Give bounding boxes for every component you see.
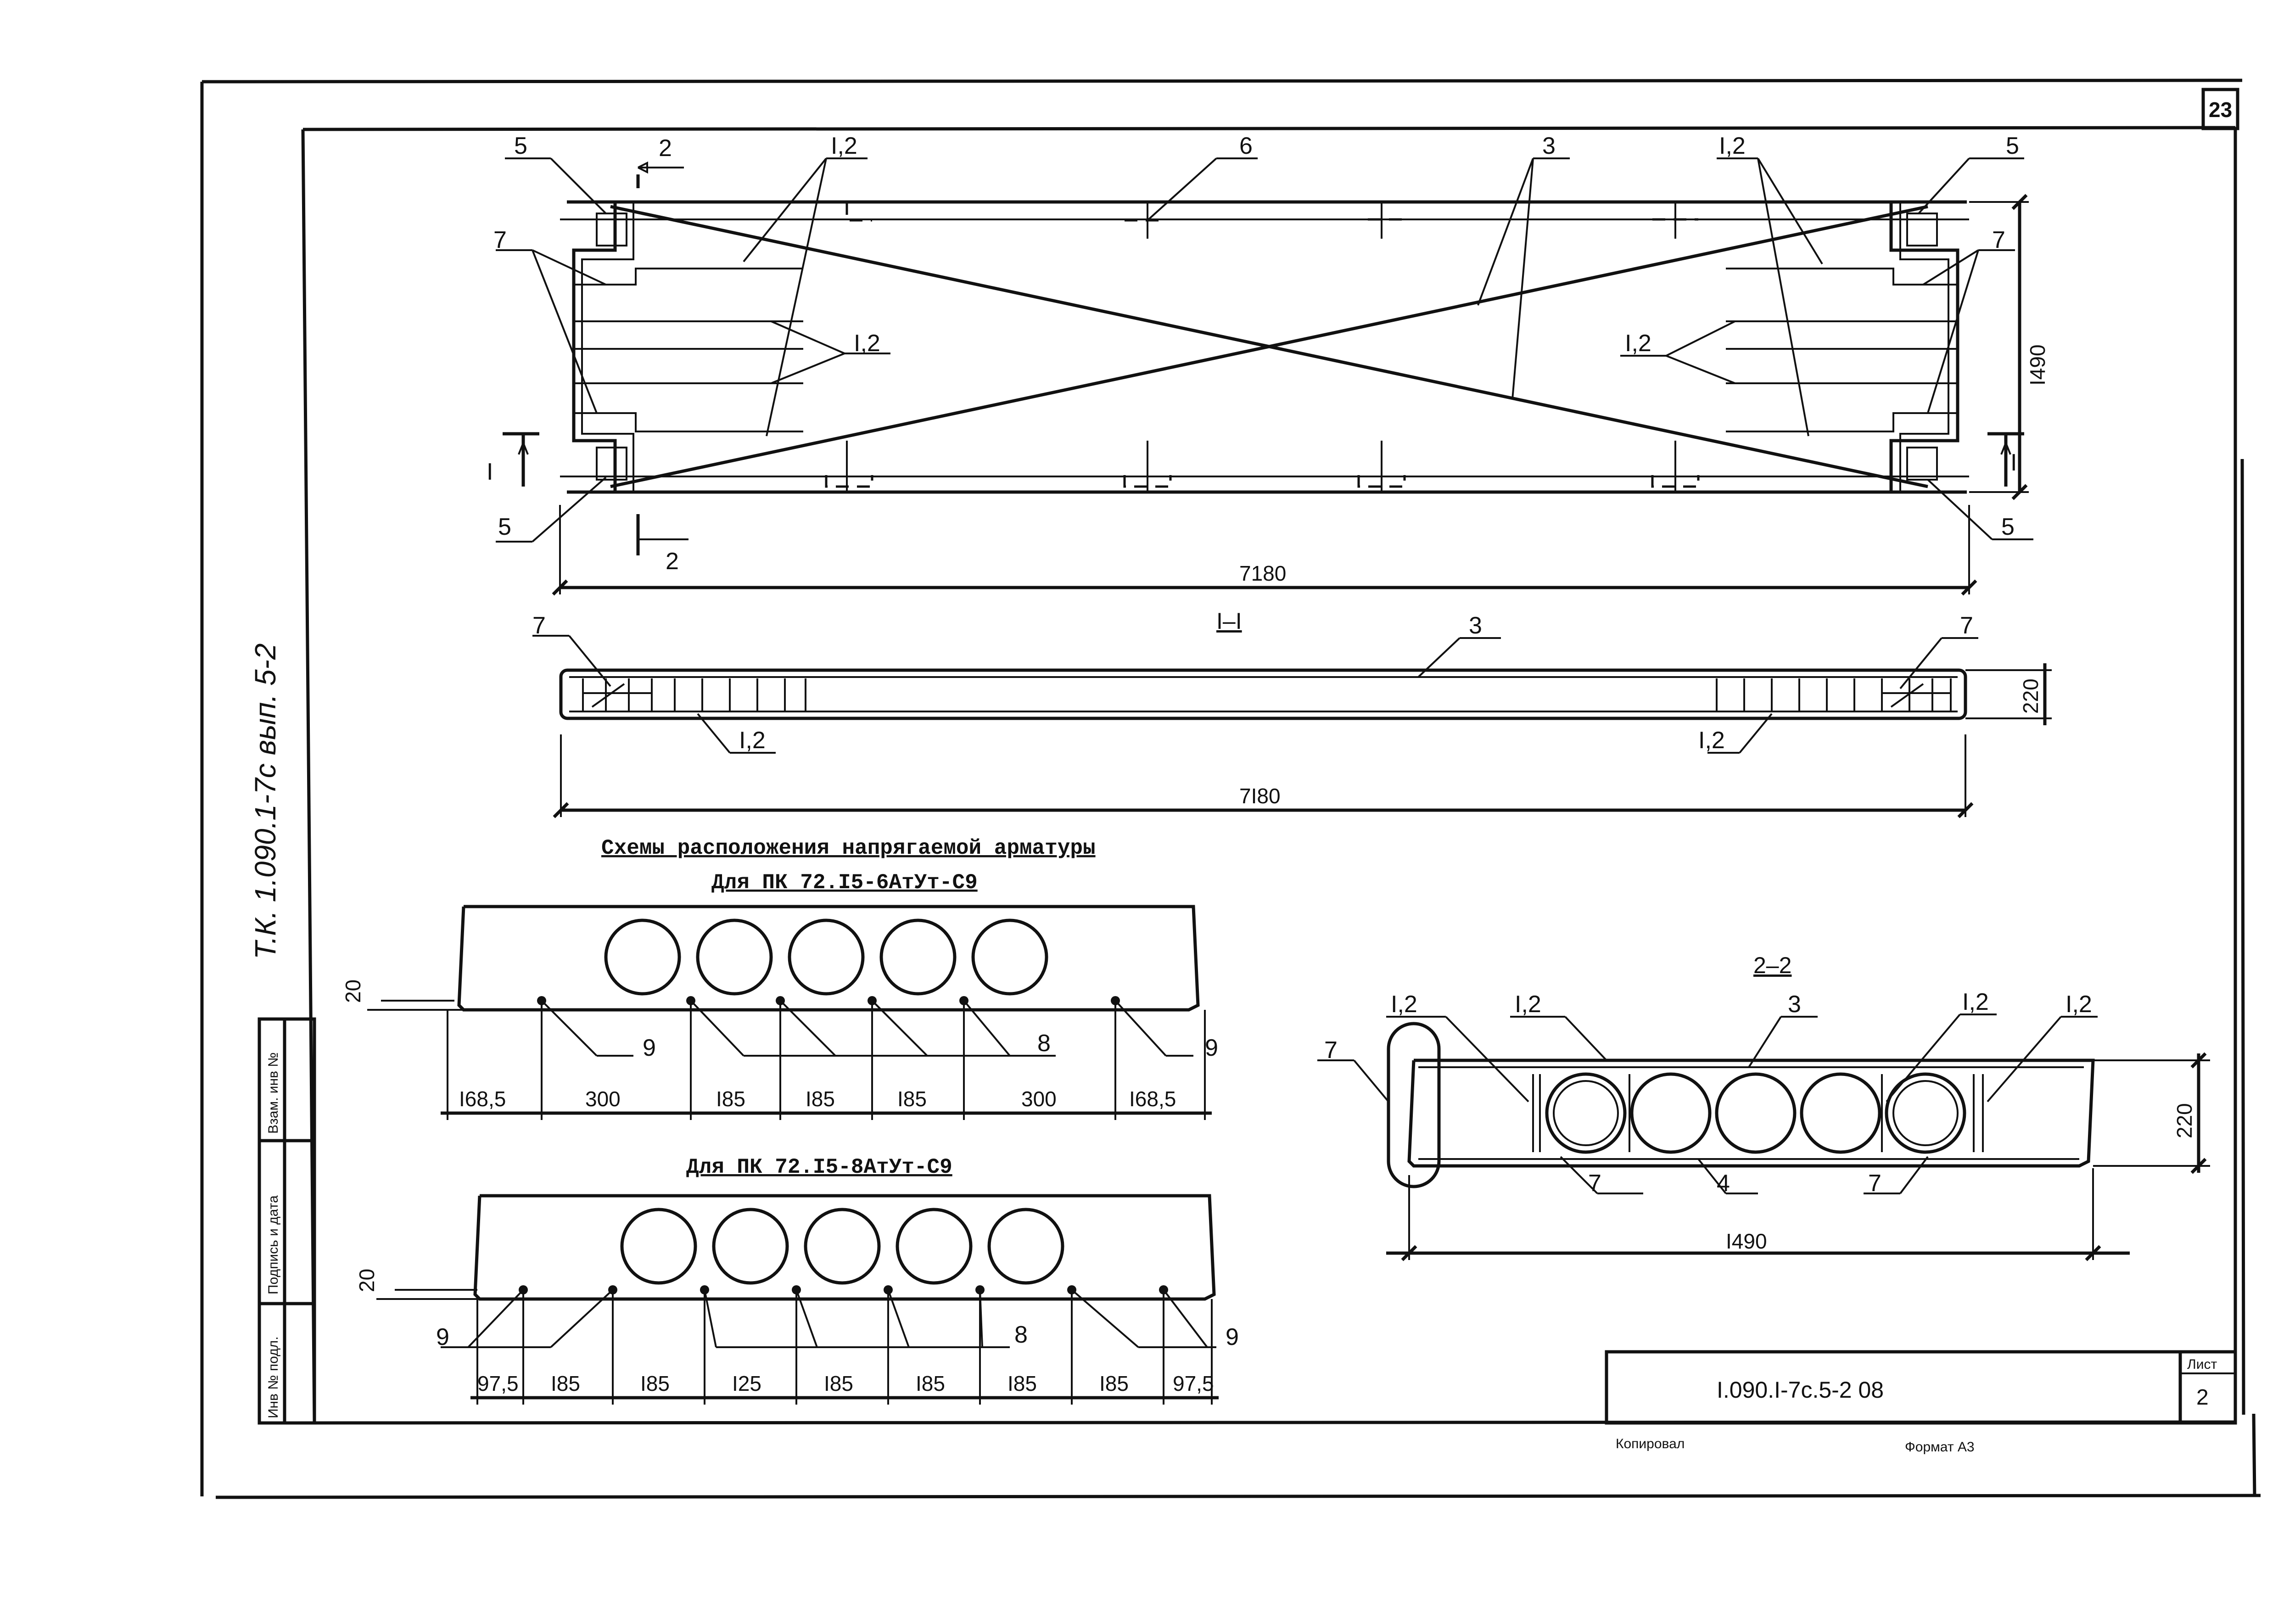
scheme-variant-b: Для ПК 72.I5-8АтУт-С9 20 9 9 8 <box>355 1155 1239 1405</box>
title-block: I.090.I-7с.5-2 08 Лист 2 Копировал Форма… <box>1605 1350 2237 1455</box>
section2-label-3: 3 <box>1788 991 1801 1018</box>
outer-frame <box>200 78 2261 1499</box>
cut1-left: I <box>487 459 493 485</box>
variant-b-dim-5: I85 <box>916 1372 945 1395</box>
plan-label-5-bl: 5 <box>498 514 511 540</box>
plan-label-12-tl: I,2 <box>831 133 857 159</box>
sheet-number: 2 <box>2196 1385 2209 1410</box>
section2-label-12-d: I,2 <box>2066 991 2092 1018</box>
variant-a-title: Для ПК 72.I5-6АтУт-С9 <box>711 871 978 895</box>
variant-b-label-9-r: 9 <box>1226 1324 1239 1350</box>
stamp-cell-inv: Инв № подл. <box>266 1336 281 1418</box>
section-2-2: 2–2 7 I,2 I,2 3 I,2 <box>1317 952 2210 1261</box>
cut1-right: I <box>2010 449 2017 476</box>
plan-width-dim: I490 <box>2026 344 2049 386</box>
section2-label-12-b: I,2 <box>1515 991 1541 1018</box>
variant-a-dim-3: I85 <box>806 1087 835 1111</box>
variant-b-dim-2: I85 <box>640 1372 670 1395</box>
plan-label-3: 3 <box>1542 133 1556 159</box>
variant-a-label-9-r: 9 <box>1205 1035 1218 1061</box>
page-number: 23 <box>2209 98 2232 122</box>
section1-label-7-l: 7 <box>532 612 546 639</box>
cut2-bottom: 2 <box>666 548 679 575</box>
variant-a-label-8: 8 <box>1037 1030 1051 1057</box>
section2-label-7-bl: 7 <box>1588 1170 1601 1197</box>
variant-a-offset: 20 <box>341 980 365 1003</box>
plan-label-7-l: 7 <box>493 227 507 253</box>
sheet-label: Лист <box>2187 1357 2217 1372</box>
plan-label-7-r: 7 <box>1992 227 2005 253</box>
variant-b-title: Для ПК 72.I5-8АтУт-С9 <box>686 1155 952 1179</box>
copied-label: Копировал <box>1616 1436 1685 1451</box>
variant-b-dim-8: 97,5 <box>1173 1372 1214 1395</box>
plan-length-dim: 7180 <box>1239 561 1286 585</box>
variant-b-label-9-l: 9 <box>436 1324 449 1350</box>
variant-b-dim-7: I85 <box>1099 1372 1129 1395</box>
variant-a-dim-0: I68,5 <box>459 1087 506 1111</box>
section2-height-dim: 220 <box>2172 1103 2196 1138</box>
plan-label-12-mr: I,2 <box>1625 330 1651 357</box>
variant-a-dim-2: I85 <box>716 1087 745 1111</box>
section2-label-12-a: I,2 <box>1391 991 1417 1018</box>
plan-label-5-br: 5 <box>2001 514 2015 540</box>
stamp-cell-replace: Взам. инв № <box>266 1052 281 1134</box>
section-1-1: I–I <box>532 608 2052 818</box>
stamp-column: Инв № подл. Подпись и дата Взам. инв № <box>257 1017 316 1425</box>
variant-a-dim-1: 300 <box>585 1087 621 1111</box>
scheme-variant-a: Для ПК 72.I5-6АтУт-С9 20 9 9 8 <box>341 871 1218 1120</box>
variant-b-dim-4: I85 <box>824 1372 853 1395</box>
schemes-title: Схемы расположения напрягаемой арматуры <box>601 836 1096 860</box>
variant-b-dim-6: I85 <box>1008 1372 1037 1395</box>
section2-label-7-br: 7 <box>1868 1170 1881 1197</box>
section1-height-dim: 220 <box>2019 678 2043 714</box>
plan-label-12-ml: I,2 <box>854 330 880 357</box>
section2-width-dim: I490 <box>1726 1229 1767 1253</box>
plan-label-6: 6 <box>1239 133 1253 159</box>
section1-label-12-r: I,2 <box>1698 727 1725 754</box>
section2-label-12-c: I,2 <box>1962 989 1989 1015</box>
stamp-cell-sign: Подпись и дата <box>266 1195 281 1294</box>
variant-b-dim-0: 97,5 <box>477 1372 519 1395</box>
variant-b-dim-1: I85 <box>551 1372 580 1395</box>
plan-hooks <box>825 202 1700 492</box>
section1-label-3: 3 <box>1469 612 1482 639</box>
variant-b-label-8: 8 <box>1014 1322 1028 1348</box>
variant-a-dim-4: I85 <box>897 1087 927 1111</box>
section2-title: 2–2 <box>1753 952 1791 978</box>
variant-a-dim-5: 300 <box>1021 1087 1057 1111</box>
section1-label-12-l: I,2 <box>739 727 766 754</box>
page-number-box: 23 <box>2201 88 2239 130</box>
variant-a-dim-6: I68,5 <box>1129 1087 1176 1111</box>
plan-view: 7180 I490 2 2 I I 5 5 5 5 <box>487 133 2049 596</box>
section1-label-7-r: 7 <box>1960 612 1973 639</box>
section1-title: I–I <box>1216 608 1242 634</box>
section1-mesh-right <box>1716 678 1952 711</box>
plan-label-5-tr: 5 <box>2006 133 2019 159</box>
format-label: Формат А3 <box>1905 1439 1975 1455</box>
plan-label-12-tr: I,2 <box>1719 133 1746 159</box>
variant-b-offset: 20 <box>355 1269 379 1292</box>
variant-b-dim-3: I25 <box>732 1372 761 1395</box>
section1-length-dim: 7I80 <box>1239 784 1281 808</box>
doc-code: I.090.I-7с.5-2 08 <box>1717 1377 1884 1403</box>
cut2-top: 2 <box>659 135 672 162</box>
section1-mesh-left <box>582 678 806 711</box>
variant-a-label-9-l: 9 <box>643 1035 656 1061</box>
plan-label-5-tl: 5 <box>514 133 527 159</box>
side-code: Т.К. 1.090.1-7с вып. 5-2 <box>249 644 282 959</box>
section2-label-7-end: 7 <box>1324 1037 1338 1064</box>
section2-label-4: 4 <box>1717 1170 1730 1197</box>
